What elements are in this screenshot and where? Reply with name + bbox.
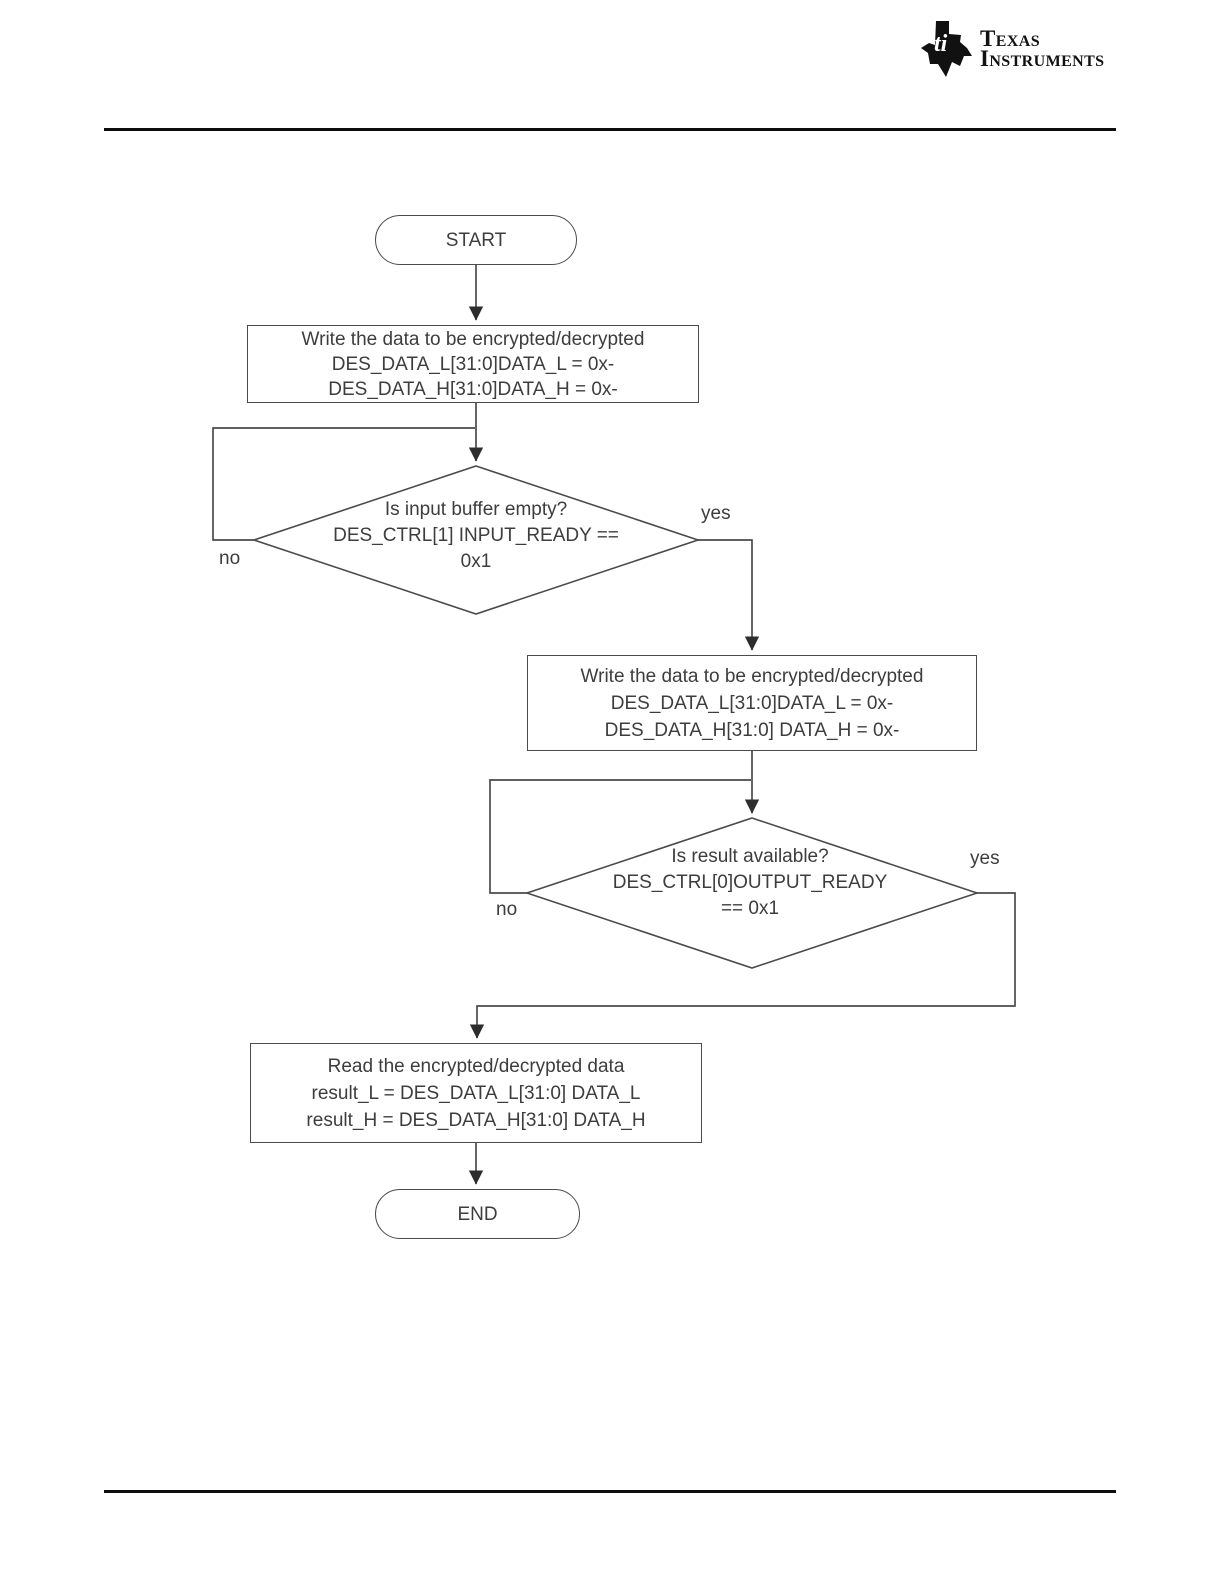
write-box-1-line: Write the data to be encrypted/decrypted xyxy=(301,328,645,350)
write-data-box-1: Write the data to be encrypted/decrypted… xyxy=(247,325,699,403)
start-label: START xyxy=(445,229,507,251)
write-box-2-line: DES_DATA_L[31:0]DATA_L = 0x- xyxy=(610,692,894,714)
decision2-no-label: no xyxy=(496,899,518,920)
decision2-line: DES_CTRL[0]OUTPUT_READY xyxy=(612,872,888,893)
decision1-line: 0x1 xyxy=(460,551,492,572)
write-box-1-line: DES_DATA_L[31:0]DATA_L = 0x- xyxy=(331,353,615,375)
decision1-no-label: no xyxy=(219,548,241,569)
write-box-2-line: DES_DATA_H[31:0] DATA_H = 0x- xyxy=(604,719,900,741)
decision2-output-ready: Is result available? DES_CTRL[0]OUTPUT_R… xyxy=(530,844,970,922)
read-box-line: result_H = DES_DATA_H[31:0] DATA_H xyxy=(306,1109,646,1131)
decision2-diamond-shape xyxy=(524,817,980,969)
write-box-2-line: Write the data to be encrypted/decrypted xyxy=(580,665,924,687)
decision1-line: DES_CTRL[1] INPUT_READY == xyxy=(333,525,619,546)
ti-logo: ti Texas Instruments xyxy=(921,20,1104,78)
decision1-line: Is input buffer empty? xyxy=(384,499,568,520)
decision2-line: == 0x1 xyxy=(720,898,780,919)
write-data-box-2: Write the data to be encrypted/decrypted… xyxy=(527,655,977,751)
texas-map-icon: ti xyxy=(921,21,972,77)
read-box-line: result_L = DES_DATA_L[31:0] DATA_L xyxy=(311,1082,641,1104)
read-data-box: Read the encrypted/decrypted data result… xyxy=(250,1043,702,1143)
logo-brand-texas: Texas xyxy=(980,26,1041,51)
connector-decision2-yes-to-read xyxy=(469,892,1016,1039)
ti-letters: ti xyxy=(934,31,948,57)
logo-wordmark: Texas Instruments xyxy=(980,20,1104,78)
read-box-line: Read the encrypted/decrypted data xyxy=(327,1055,625,1077)
decision1-yes-label: yes xyxy=(701,503,731,524)
decision1-input-ready: Is input buffer empty? DES_CTRL[1] INPUT… xyxy=(256,497,696,575)
end-label: END xyxy=(457,1203,498,1225)
write-box-1-line: DES_DATA_H[31:0]DATA_H = 0x- xyxy=(328,378,618,400)
loop-decision1-no xyxy=(212,427,475,541)
loop-decision2-no xyxy=(489,779,751,894)
end-node: END xyxy=(375,1189,580,1239)
decision2-yes-label: yes xyxy=(970,848,1000,869)
logo-brand-instruments: Instruments xyxy=(980,46,1105,71)
start-node: START xyxy=(375,215,577,265)
bottom-rule xyxy=(104,1490,1116,1493)
decision1-diamond-shape xyxy=(251,465,701,615)
decision2-line: Is result available? xyxy=(671,846,829,867)
connector-decision1-yes-to-write2 xyxy=(697,539,760,651)
top-rule xyxy=(104,128,1116,131)
